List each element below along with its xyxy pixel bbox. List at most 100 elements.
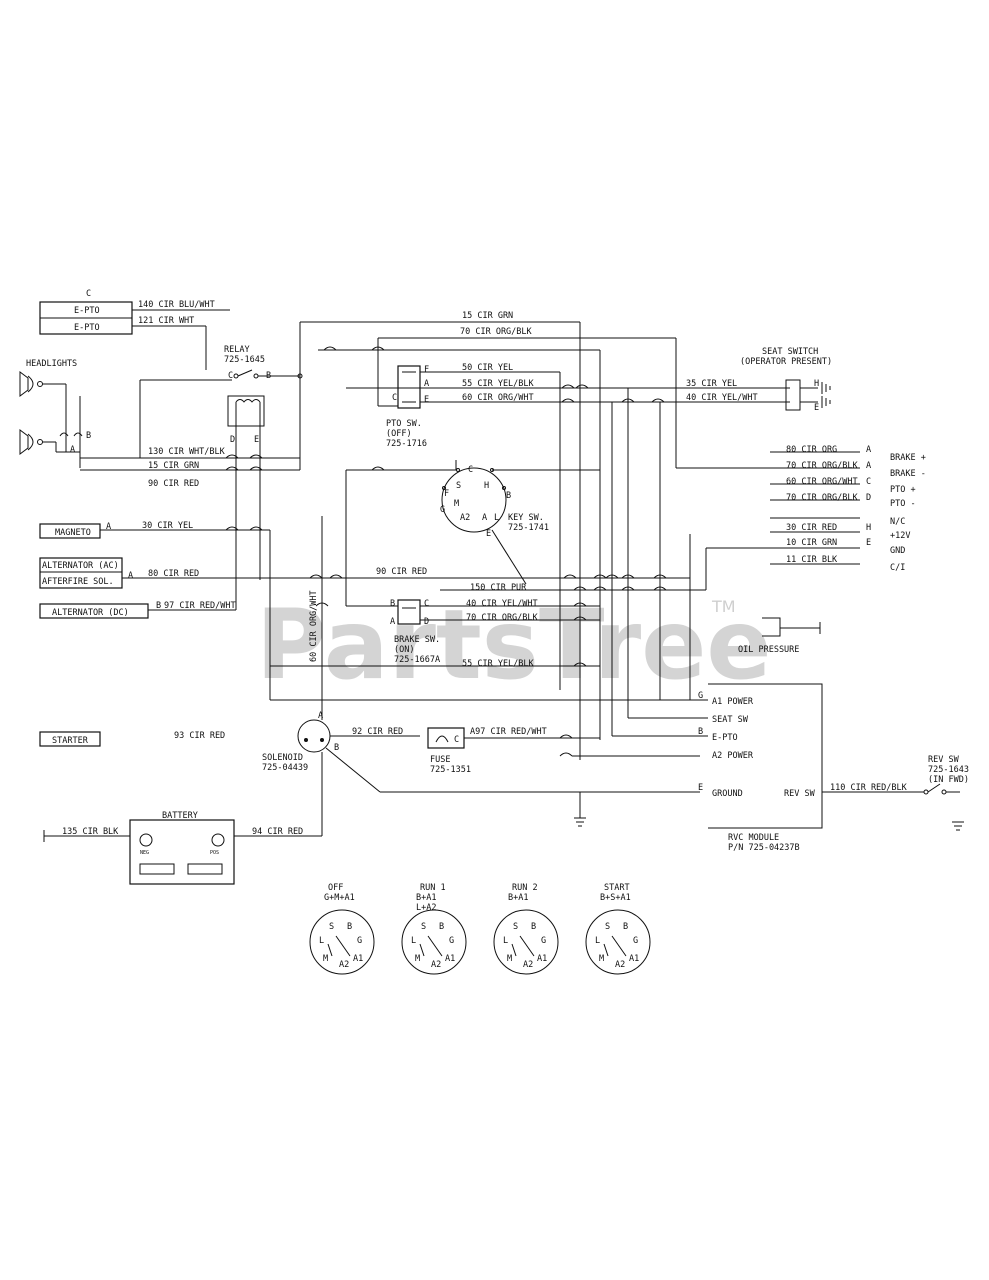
solenoid-pin-a: A <box>318 711 323 721</box>
position-link <box>603 943 609 957</box>
headlights-pin-a: A <box>70 445 75 455</box>
wire-140: 140 CIR BLU/WHT <box>138 300 215 310</box>
battery-label: BATTERY <box>162 811 198 821</box>
pto-switch-label: PTO SW. <box>386 419 422 429</box>
rvc-pin-b: B <box>698 727 703 737</box>
rc-wire-2: 70 CIR ORG/BLK <box>786 461 859 471</box>
position-letter: L <box>411 936 416 946</box>
relay-coil-box <box>227 395 265 427</box>
rc-wire-3: 60 CIR ORG/WHT <box>786 477 858 487</box>
battery-pos-label: POS <box>210 850 219 856</box>
watermark: PartsTree <box>256 589 771 701</box>
wire-97-red-wht: 97 CIR RED/WHT <box>164 601 236 611</box>
key-switch-part: 725-1741 <box>508 523 549 533</box>
pto-pin-f: F <box>424 365 429 375</box>
afterfire-label: AFTERFIRE SOL. <box>42 577 114 587</box>
alternator-dc-pin: B <box>156 601 161 611</box>
position-dial <box>493 909 559 975</box>
fuse-part: 725-1351 <box>430 765 471 775</box>
position-link <box>427 935 443 957</box>
headlights: HEADLIGHTS B A <box>19 359 91 468</box>
rc-pin-1: A <box>866 445 871 455</box>
wire-30-yel: 30 CIR YEL <box>142 521 193 531</box>
pto-pin-c: C <box>392 393 397 403</box>
key-switch: C S H B F M G A2 A L E KEY SW. 725-1741 <box>440 465 549 539</box>
position-link <box>419 943 425 957</box>
magneto: MAGNETO A 30 CIR YEL <box>39 521 270 539</box>
wire-150-pur: 150 CIR PUR <box>470 583 527 593</box>
position-letter: M <box>599 954 604 964</box>
position-title: OFF <box>328 883 343 893</box>
battery-neg-terminal <box>139 833 153 847</box>
position-letter: A2 <box>615 960 625 970</box>
rc-label-2: BRAKE - <box>890 469 926 479</box>
rev-switch-state: (IN FWD) <box>928 775 969 785</box>
position-letter: G <box>449 936 454 946</box>
brake-pin-a: A <box>390 617 395 627</box>
rc-wire-8: 11 CIR BLK <box>786 555 838 565</box>
position-dial <box>585 909 651 975</box>
headlights-pin-b: B <box>86 431 91 441</box>
oil-pressure: OIL PRESSURE <box>738 617 821 655</box>
magneto-pin: A <box>106 522 111 532</box>
magneto-label: MAGNETO <box>55 528 91 538</box>
wire-60-org-wht-v: 60 CIR ORG/WHT <box>309 590 319 662</box>
wire-93-red: 93 CIR RED <box>174 731 225 741</box>
position-link <box>611 935 627 957</box>
wire-94-red: 94 CIR RED <box>252 827 303 837</box>
key-pin-c: C <box>468 465 473 475</box>
magneto-box <box>39 523 101 539</box>
watermark-tm: TM <box>711 597 736 616</box>
starter-box <box>39 731 101 747</box>
position-letter: A2 <box>339 960 349 970</box>
position-letter: L <box>503 936 508 946</box>
alternator-afterfire: ALTERNATOR (AC) AFTERFIRE SOL. A <box>39 557 133 589</box>
rc-wire-6: 10 CIR GRN <box>786 538 837 548</box>
pto-pin-e: E <box>424 395 429 405</box>
battery: BATTERY NEG POS <box>129 811 235 885</box>
position-link <box>335 935 351 957</box>
battery-pos-terminal <box>211 833 225 847</box>
position-logic: B+A1 <box>508 893 528 903</box>
wire-35-yel: 35 CIR YEL <box>686 379 737 389</box>
solenoid-part: 725-04439 <box>262 763 308 773</box>
starter: STARTER <box>39 731 101 747</box>
rvc-module-part: P/N 725-04237B <box>728 843 800 853</box>
rev-switch: REV SW 725-1643 (IN FWD) <box>923 755 969 831</box>
wire-70-org-blk-b: 70 CIR ORG/BLK <box>466 613 539 623</box>
pto-switch-state: (OFF) <box>386 429 412 439</box>
key-pin-a2: A2 <box>460 513 470 523</box>
brake-switch-label: BRAKE SW. <box>394 635 440 645</box>
key-pin-f: F <box>444 489 449 499</box>
seat-switch: SEAT SWITCH (OPERATOR PRESENT) H E <box>740 347 832 413</box>
solenoid-body <box>297 719 331 753</box>
position-letter: G <box>633 936 638 946</box>
e-pto-connector: C E-PTO E-PTO 140 CIR BLU/WHT 121 CIR WH… <box>39 289 230 370</box>
key-switch-label: KEY SW. <box>508 513 544 523</box>
wire-90-red-b: 90 CIR RED <box>376 567 427 577</box>
position-logic: B+S+A1 <box>600 893 631 903</box>
position-letter: M <box>507 954 512 964</box>
rc-pin-3: C <box>866 477 871 487</box>
key-pin-b: B <box>506 491 511 501</box>
brake-switch-state: (ON) <box>394 645 414 655</box>
seat-switch-box <box>785 379 801 411</box>
rvc-pin-g: G <box>698 691 703 701</box>
wire-90-red: 90 CIR RED <box>148 479 199 489</box>
wire-15-grn: 15 CIR GRN <box>148 461 199 471</box>
rc-label-8: C/I <box>890 563 905 573</box>
wire-55-yel-blk: 55 CIR YEL/BLK <box>462 379 535 389</box>
rc-wire-5: 30 CIR RED <box>786 523 837 533</box>
headlights-label: HEADLIGHTS <box>26 359 77 369</box>
rc-wire-1: 80 CIR ORG <box>786 445 837 455</box>
seat-pin-e: E <box>814 403 819 413</box>
position-letter: S <box>605 922 610 932</box>
position-letter: A1 <box>353 954 363 964</box>
alternator-dc-label: ALTERNATOR (DC) <box>52 608 129 618</box>
position-letter: S <box>513 922 518 932</box>
battery-box <box>129 819 235 885</box>
position-letter: M <box>323 954 328 964</box>
relay-pin-d: D <box>230 435 235 445</box>
